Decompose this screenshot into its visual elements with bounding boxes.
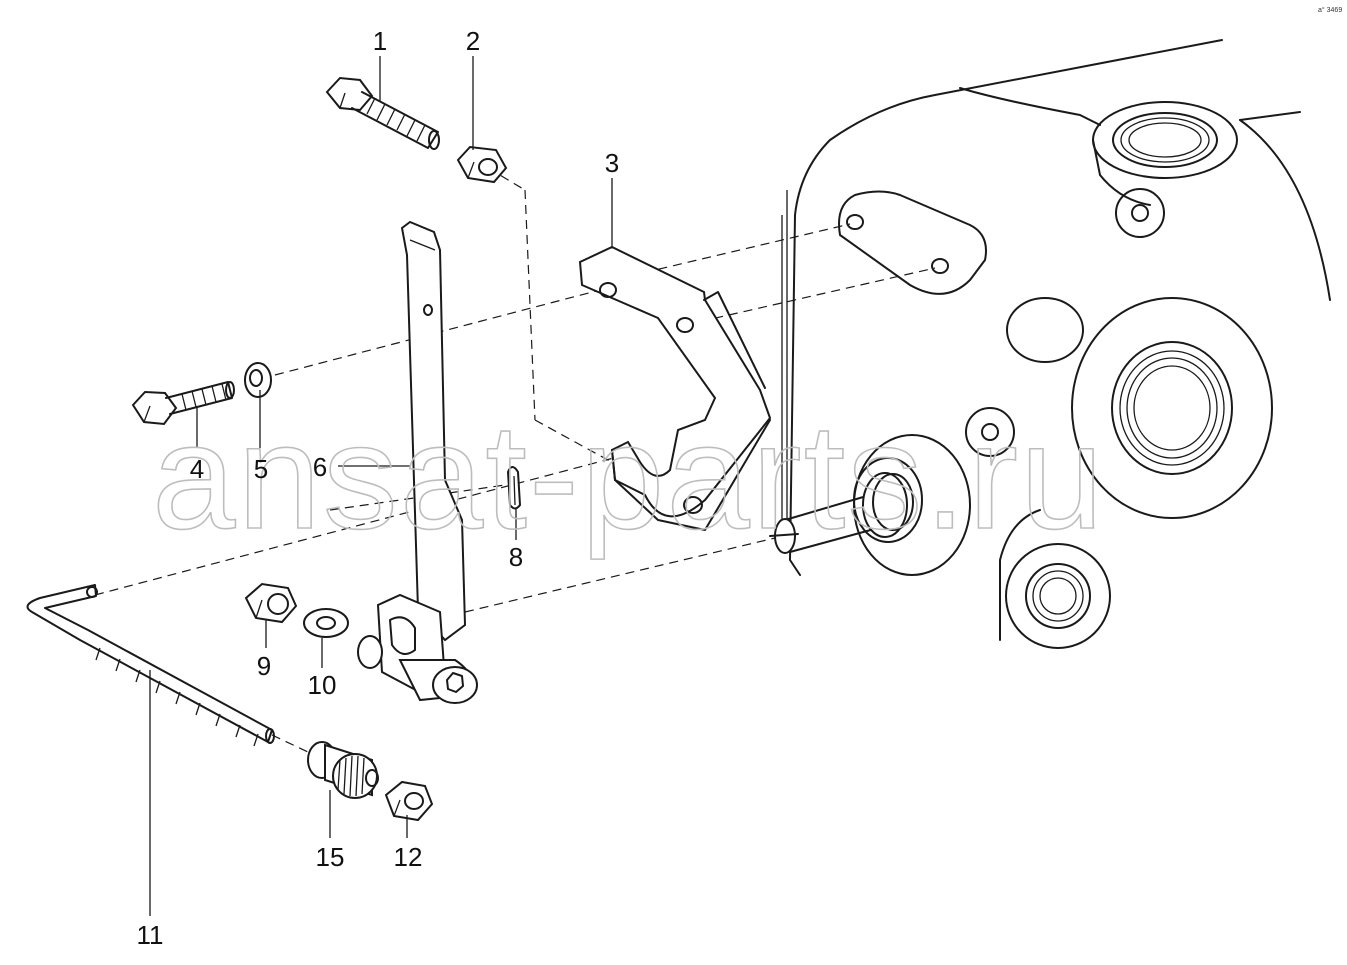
callout-2: 2 bbox=[466, 26, 480, 56]
callout-11: 11 bbox=[137, 920, 164, 950]
bolt-part-1 bbox=[325, 76, 440, 150]
rod-part-11 bbox=[26, 584, 275, 747]
nut-part-9 bbox=[244, 582, 298, 624]
figure-code: a° 3469 bbox=[1318, 6, 1342, 14]
control-shaft bbox=[769, 472, 914, 554]
callout-5: 5 bbox=[254, 454, 268, 484]
washer-part-10 bbox=[303, 608, 349, 638]
callout-6: 6 bbox=[313, 452, 327, 482]
leader-lines bbox=[149, 56, 613, 916]
gear-housing bbox=[781, 39, 1331, 649]
bolt-part-4 bbox=[131, 381, 235, 426]
sleeve-part-15 bbox=[307, 741, 379, 799]
callout-10: 10 bbox=[308, 670, 337, 700]
callout-3: 3 bbox=[605, 148, 619, 178]
watermark-text: ansat-parts.ru bbox=[152, 392, 1105, 560]
callout-4: 4 bbox=[190, 454, 204, 484]
lever-part-6 bbox=[357, 220, 478, 704]
callout-8: 8 bbox=[509, 542, 523, 572]
washer-part-5 bbox=[244, 362, 272, 398]
nut-part-12 bbox=[384, 780, 434, 822]
nut-part-2 bbox=[456, 145, 508, 184]
callout-9: 9 bbox=[257, 651, 271, 681]
bracket-part-3 bbox=[578, 245, 772, 531]
callout-12: 12 bbox=[394, 842, 423, 872]
callout-15: 15 bbox=[316, 842, 345, 872]
callout-1: 1 bbox=[373, 26, 387, 56]
pin-part-8 bbox=[506, 466, 522, 510]
